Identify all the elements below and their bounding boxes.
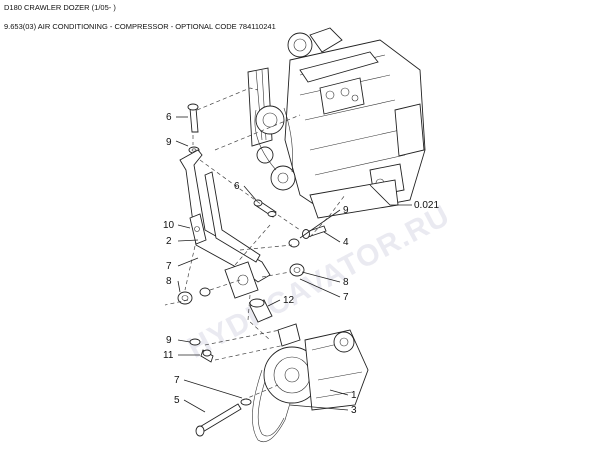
callout-6: 6 <box>166 112 172 123</box>
callout-1: 1 <box>351 390 357 401</box>
callout-7: 7 <box>174 375 180 386</box>
page-title: D180 CRAWLER DOZER (1/05- ) <box>4 3 116 12</box>
callout-reference-0-021: 0.021 <box>414 200 439 211</box>
assembly-center-lines <box>164 87 346 401</box>
leader-lines <box>175 116 412 413</box>
callout-8: 8 <box>343 277 349 288</box>
callout-12: 12 <box>283 295 295 306</box>
page-subtitle: 9.653(03) AIR CONDITIONING - COMPRESSOR … <box>4 22 276 31</box>
engine-illustration <box>247 27 426 219</box>
callout-labels: 6 9 6 0.021 9 10 4 2 7 8 8 7 12 9 11 1 7… <box>163 112 439 416</box>
callout-2: 2 <box>166 236 172 247</box>
callout-10: 10 <box>163 220 175 231</box>
bracket-assembly <box>177 103 327 323</box>
compressor-illustration <box>189 323 369 443</box>
callout-9: 9 <box>166 137 172 148</box>
callout-11: 11 <box>163 350 174 361</box>
callout-5: 5 <box>174 395 180 406</box>
callout-3: 3 <box>351 405 357 416</box>
callout-7: 7 <box>166 261 172 272</box>
callout-4: 4 <box>343 237 349 248</box>
callout-9: 9 <box>166 335 172 346</box>
callout-6: 6 <box>234 181 240 192</box>
callout-9: 9 <box>343 205 349 216</box>
callout-8: 8 <box>166 276 172 287</box>
callout-7: 7 <box>343 292 349 303</box>
